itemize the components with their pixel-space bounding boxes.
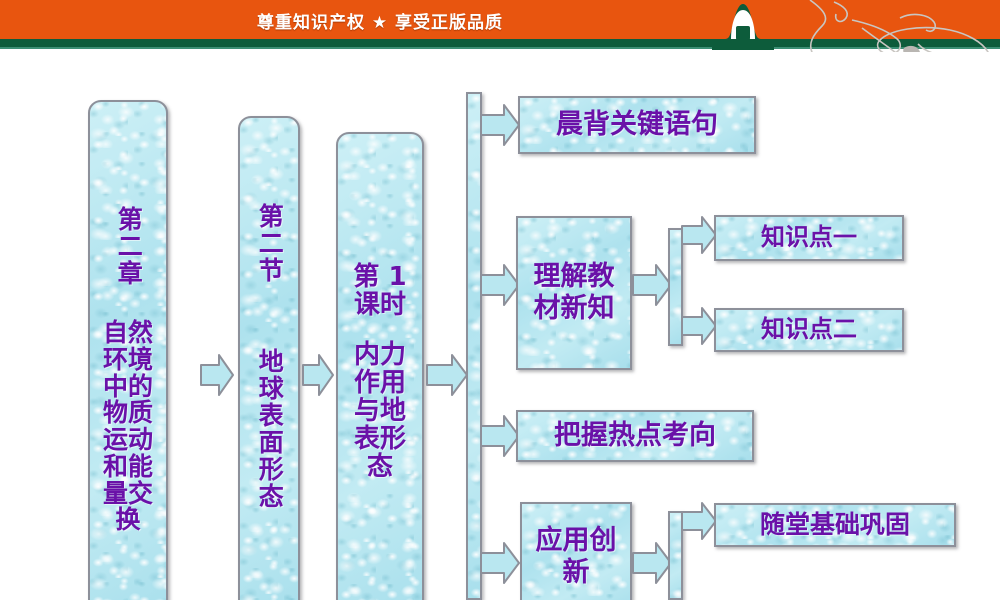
arrow-section-to-lesson [302,352,334,398]
page-header: 尊重知识产权 ★ 享受正版品质 [0,0,1000,52]
knowledge-point-1-label: 知识点一 [761,223,857,252]
apply-innovate-label: 应用创新 [535,524,617,588]
knowledge-point-2-box[interactable]: 知识点二 [714,308,904,352]
chapter-title: 自然环境中的物质运动和能量交换 [102,318,153,535]
header-green-band [0,39,1000,47]
section-title: 地球表面形态 [255,348,285,510]
classroom-basics-box[interactable]: 随堂基础巩固 [714,503,956,547]
branch-arrow-apply-innovate [480,540,520,586]
branch-arrow-morning-recite [480,102,520,148]
lesson-number: 第 1 课时 [353,261,407,320]
branch-arrow-knowledge-point-1 [681,214,717,256]
branch-arrow-knowledge-point-2 [681,305,717,347]
branch-arrow-grasp-hot-topics [480,413,520,459]
copyright-slogan: 尊重知识产权 ★ 享受正版品质 [256,13,504,33]
header-notch-icon [712,0,774,50]
apply-innovate-box[interactable]: 应用创新 [520,502,632,600]
arrow-understand-to-subtrunk [632,262,672,308]
apply-subtrunk-bar [668,511,683,600]
knowledge-subtrunk-bar [668,228,683,346]
grasp-hot-topics-box[interactable]: 把握热点考向 [516,410,754,462]
grasp-hot-topics-label: 把握热点考向 [554,419,716,451]
morning-recite-label: 晨背关键语句 [556,108,718,140]
classroom-basics-label: 随堂基础巩固 [759,509,910,539]
knowledge-point-2-label: 知识点二 [761,315,857,344]
arrow-apply-to-subtrunk [632,540,672,586]
knowledge-point-1-box[interactable]: 知识点一 [714,215,904,261]
section-box[interactable]: 第二节 地球表面形态 [238,116,300,600]
branch-arrow-classroom-basics [681,500,717,542]
chapter-box[interactable]: 第二章 自然环境中的物质运动和能量交换 [88,100,168,600]
arrow-chapter-to-section [200,352,234,398]
header-orange-band [0,0,1000,39]
understand-text-box[interactable]: 理解教材新知 [516,216,632,370]
branch-arrow-understand-text [480,262,520,308]
lesson-title: 内力作用与地表形态 [353,339,406,483]
understand-text-label: 理解教材新知 [533,261,615,324]
header-flourish-icon [800,0,1000,52]
section-number: 第二节 [255,202,285,284]
chapter-number: 第二章 [114,205,144,287]
arrow-lesson-to-trunk [426,352,468,398]
header-teal-line [0,47,1000,49]
lesson-box[interactable]: 第 1 课时 内力作用与地表形态 [336,132,424,600]
morning-recite-box[interactable]: 晨背关键语句 [518,96,756,154]
main-trunk-bar [466,92,482,600]
